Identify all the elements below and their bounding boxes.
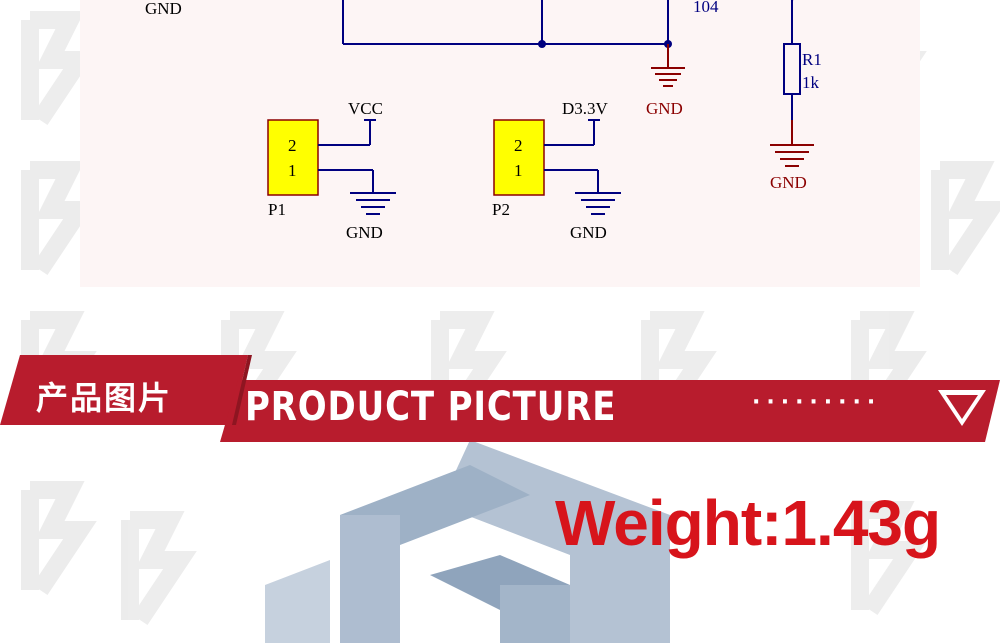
banner-en-bar [220, 380, 1000, 442]
d33v-label: D3.3V [562, 99, 609, 118]
schematic-diagram: GND 104 GND R1 1k GND VCC D3.3V 2 1 P1 G… [145, 0, 822, 242]
banner-en-title: PRODUCT PICTURE [245, 384, 617, 430]
gnd-label: GND [145, 0, 182, 18]
product-weight: Weight:1.43g [555, 487, 941, 559]
connector-ref: P2 [492, 200, 510, 219]
ground-symbol [575, 192, 621, 215]
schematic-panel: GND 104 GND R1 1k GND VCC D3.3V 2 1 P1 G… [80, 0, 920, 287]
gnd-label: GND [646, 99, 683, 118]
gnd-label: GND [346, 223, 383, 242]
resistor-ref: R1 [802, 50, 822, 69]
banner-dots: ········· [752, 390, 882, 415]
pin-label: 1 [288, 161, 297, 180]
ground-symbol [770, 120, 814, 167]
ground-symbol [651, 44, 685, 87]
product-image [265, 440, 670, 643]
resistor-r1 [783, 43, 801, 95]
pin-label: 1 [514, 161, 523, 180]
ground-symbol [350, 192, 396, 215]
connector-p2 [493, 119, 545, 196]
pin-label: 2 [514, 136, 523, 155]
banner-cn-tab [0, 355, 248, 425]
connector-ref: P1 [268, 200, 286, 219]
junction-dot [538, 40, 546, 48]
section-banner [0, 350, 1000, 445]
pin-label: 2 [288, 136, 297, 155]
gnd-label: GND [570, 223, 607, 242]
resistor-value: 1k [802, 73, 820, 92]
gnd-label: GND [770, 173, 807, 192]
vcc-label: VCC [348, 99, 383, 118]
banner-cn-title: 产品图片 [36, 379, 173, 417]
capacitor-value: 104 [693, 0, 719, 16]
connector-p1 [267, 119, 319, 196]
